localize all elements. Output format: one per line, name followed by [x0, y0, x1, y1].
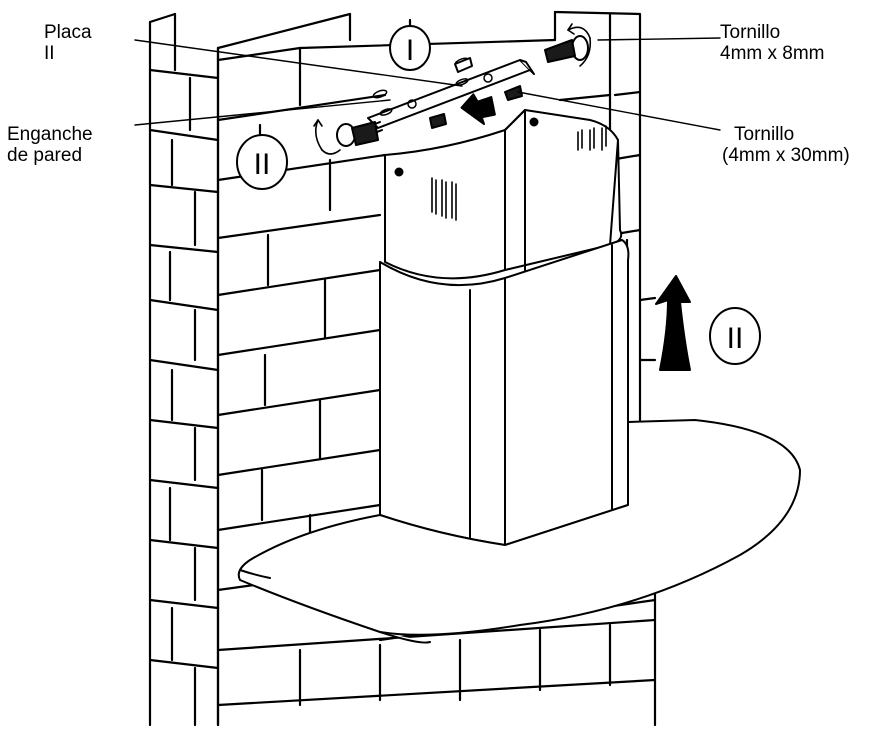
hood-canopy: [237, 419, 801, 644]
step-i-label: I: [406, 34, 414, 67]
tornillo-right-label: Tornillo (4mm x 30mm): [722, 124, 850, 166]
tornillo-right-label-line1: Tornillo: [734, 124, 795, 145]
leader-lines: [134, 37, 721, 131]
rotation-arrow-top: [567, 23, 592, 67]
screw-4x30-left: [336, 121, 383, 147]
step-circles: [236, 25, 761, 365]
placa-label: Placa II: [44, 22, 92, 64]
placa-label-line2: II: [44, 43, 55, 64]
tornillo-right-label-line2: (4mm x 30mm): [722, 145, 850, 166]
step-ii-right-label: II: [727, 322, 744, 355]
tornillo-top-label-line2: 4mm x 8mm: [720, 43, 825, 64]
enganche-label: Enganche de pared: [7, 124, 93, 166]
screw-small-1: [429, 113, 447, 129]
lift-up-arrow: [655, 275, 691, 371]
chimney-lower: [379, 239, 630, 546]
screw-4x8-top: [544, 35, 589, 63]
chimney-hole-right: [529, 117, 539, 127]
chimney-hole-left: [394, 167, 404, 177]
rotation-arrow-left: [313, 119, 341, 155]
chimney-vents: [431, 125, 607, 221]
wall-plug-1: [454, 57, 473, 73]
enganche-label-line2: de pared: [7, 145, 83, 166]
tornillo-top-label: Tornillo 4mm x 8mm: [720, 22, 825, 64]
brick-wall: [148, 10, 657, 727]
screw-small-2: [504, 85, 523, 101]
chimney-upper: [384, 109, 623, 280]
step-ii-left-label: II: [254, 148, 271, 181]
tornillo-top-label-line1: Tornillo: [720, 22, 781, 43]
placa-label-line1: Placa: [44, 22, 92, 43]
push-arrow: [460, 93, 496, 126]
enganche-label-line1: Enganche: [7, 124, 93, 145]
